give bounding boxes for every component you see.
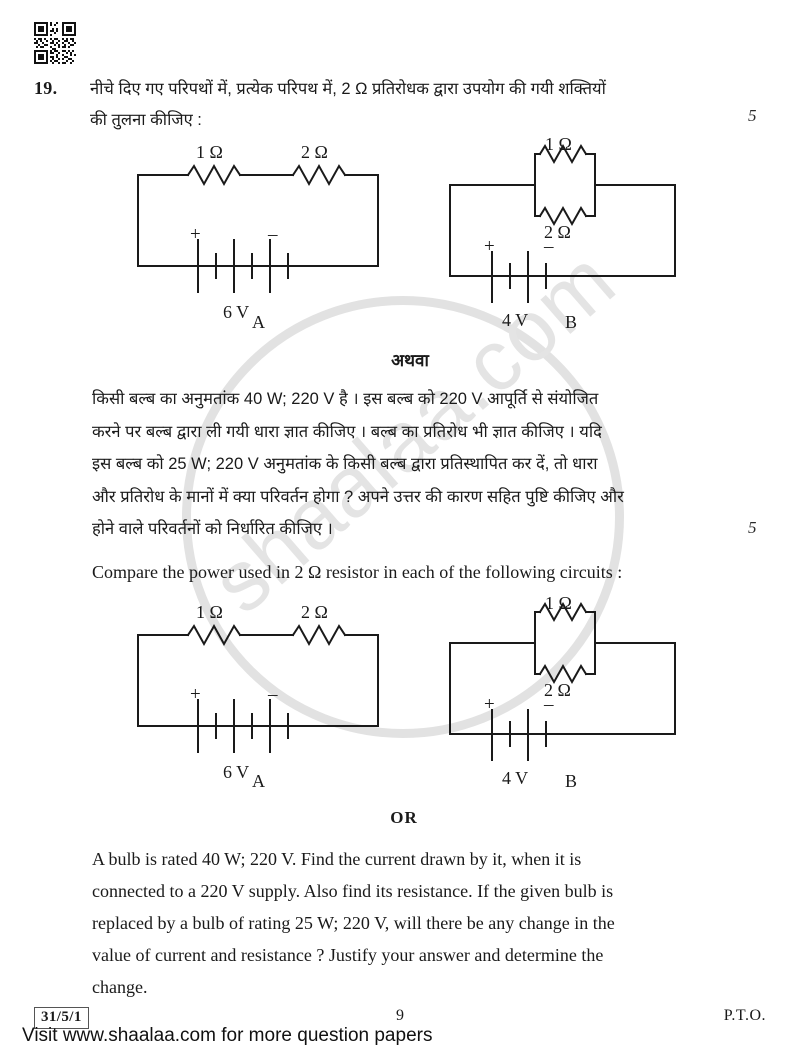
qr-code-icon [34, 22, 76, 64]
battery-voltage-b2: 4 V [502, 768, 528, 788]
page-number: 9 [396, 1007, 404, 1024]
battery-voltage-a2: 6 V [223, 762, 249, 782]
resistor-1-label-a: 1 Ω [196, 142, 223, 162]
pto-label: P.T.O. [723, 1007, 766, 1024]
circuit-caption-a2: A [252, 771, 265, 791]
alternative-question-hindi: किसी बल्ब का अनुमतांक 40 W; 220 V है । इ… [92, 383, 730, 546]
marks-second: 5 [748, 518, 757, 537]
resistor-2-label-b: 2 Ω [544, 222, 571, 242]
circuit-diagram-set-english: 1 Ω 2 Ω + – 6 V A [0, 593, 800, 791]
battery-negative-b2: – [543, 694, 554, 715]
question-number: 19. [34, 78, 58, 98]
hindi-alt-line-2: करने पर बल्ब द्वारा ली गयी धारा ज्ञात की… [92, 422, 602, 441]
hindi-alt-line-4: और प्रतिरोध के मानों में क्या परिवर्तन ह… [92, 487, 624, 506]
question-stem-hindi-line-1: नीचे दिए गए परिपथों में, प्रत्येक परिपथ … [90, 80, 606, 98]
hindi-alt-line-1: किसी बल्ब का अनुमतांक 40 W; 220 V है । इ… [92, 390, 599, 408]
site-banner: Visit www.shaalaa.com for more question … [22, 1025, 433, 1046]
english-alt-line-5: change. [92, 977, 148, 997]
question-stem-hindi: नीचे दिए गए परिपथों में, प्रत्येक परिपथ … [90, 74, 730, 136]
resistor-1-label-b: 1 Ω [544, 140, 571, 142]
english-alt-line-4: value of current and resistance ? Justif… [92, 945, 604, 965]
hindi-alt-line-5: होने वाले परिवर्तनों को निर्धारित कीजिए … [92, 520, 333, 538]
battery-positive-a2: + [190, 684, 201, 705]
resistor-1-label-b2-top: 1 Ω [545, 593, 572, 613]
circuit-caption-a: A [252, 312, 265, 332]
circuit-caption-b: B [565, 312, 578, 332]
english-alt-line-1: A bulb is rated 40 W; 220 V. Find the cu… [92, 849, 582, 869]
battery-positive-b2: + [484, 694, 495, 715]
marks-first: 5 [748, 106, 757, 125]
hindi-alt-line-3: इस बल्ब को 25 W; 220 V अनुमतांक के किसी … [92, 455, 598, 473]
circuit-diagram-a-series: 1 Ω 2 Ω + – 6 V [137, 142, 379, 322]
battery-negative-a: – [267, 224, 278, 245]
battery-positive-b: + [484, 236, 495, 257]
question-stem-hindi-line-2: की तुलना कीजिए : [90, 111, 202, 129]
circuit-diagram-set-hindi: 1 Ω 2 Ω + – 6 V A [0, 134, 800, 332]
battery-voltage-b: 4 V [502, 310, 528, 330]
circuit-diagram-b-parallel: 1 Ω 2 Ω + – 4 V [449, 140, 676, 330]
circuit-caption-b2: B [565, 771, 578, 791]
english-alt-line-2: connected to a 220 V supply. Also find i… [92, 881, 614, 901]
alternative-label-english: OR [390, 808, 418, 827]
battery-negative-a2: – [267, 684, 278, 705]
resistor-1-label-b-top: 1 Ω [545, 134, 572, 154]
battery-positive-a: + [190, 224, 201, 245]
paper-code: 31/5/1 [34, 1007, 89, 1029]
english-alt-line-3: replaced by a bulb of rating 25 W; 220 V… [92, 913, 615, 933]
resistor-2-label-b2: 2 Ω [544, 680, 571, 700]
alternative-label-hindi: अथवा [391, 351, 429, 370]
battery-voltage-a: 6 V [223, 302, 249, 322]
battery-negative-b: – [543, 236, 554, 257]
circuit-diagram-a-series-2: 1 Ω 2 Ω + – 6 V [137, 602, 379, 782]
resistor-2-label-a: 2 Ω [301, 142, 328, 162]
question-stem-english: Compare the power used in 2 Ω resistor i… [92, 562, 623, 582]
resistor-2-label-a2: 2 Ω [301, 602, 328, 622]
resistor-1-label-a2: 1 Ω [196, 602, 223, 622]
alternative-question-english: A bulb is rated 40 W; 220 V. Find the cu… [92, 843, 724, 1003]
